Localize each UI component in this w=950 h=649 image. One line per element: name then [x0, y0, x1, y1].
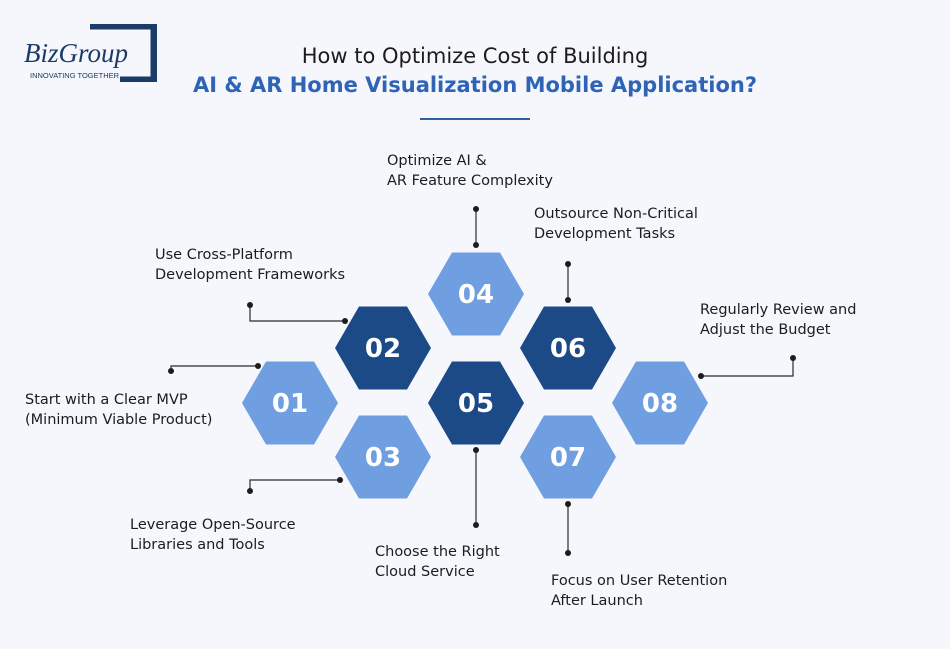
hexagon-06: [520, 306, 616, 390]
connector-dot: [473, 206, 479, 212]
connector-01: [170, 365, 258, 371]
connector-02: [249, 305, 345, 322]
connector-03: [249, 479, 340, 491]
connector-dot: [247, 302, 253, 308]
connector-dot: [565, 501, 571, 507]
label-01: Start with a Clear MVP(Minimum Viable Pr…: [25, 392, 213, 428]
hexagon-number-05: 05: [458, 389, 494, 419]
label-04: Optimize AI &AR Feature Complexity: [387, 153, 553, 189]
hexagon-number-07: 07: [550, 443, 586, 473]
connector-dot: [337, 477, 343, 483]
hexagon-number-02: 02: [365, 334, 401, 364]
connector-dot: [565, 261, 571, 267]
connector-dot: [255, 363, 261, 369]
hexagon-01: [242, 361, 338, 445]
connector-dot: [565, 550, 571, 556]
hexagon-number-01: 01: [272, 389, 308, 419]
hexagon-08: [612, 361, 708, 445]
hexagon-02: [335, 306, 431, 390]
hexagon-number-03: 03: [365, 443, 401, 473]
connector-dot: [473, 447, 479, 453]
title-underline: [420, 118, 530, 120]
connector-dot: [698, 373, 704, 379]
hexagon-number-04: 04: [458, 280, 494, 310]
connector-dot: [473, 242, 479, 248]
connector-dot: [247, 488, 253, 494]
connector-dot: [342, 318, 348, 324]
svg-text:BizGroup: BizGroup: [24, 38, 128, 68]
connector-dot: [473, 522, 479, 528]
hexagon-04: [428, 252, 524, 336]
connector-dot: [168, 368, 174, 374]
hexagon-03: [335, 415, 431, 499]
connector-dot: [565, 297, 571, 303]
hexagon-05: [428, 361, 524, 445]
hexagon-number-08: 08: [642, 389, 678, 419]
connector-08: [701, 358, 794, 377]
connector-dot: [790, 355, 796, 361]
hexagon-07: [520, 415, 616, 499]
svg-text:INNOVATING TOGETHER: INNOVATING TOGETHER: [30, 71, 120, 80]
bizgroup-logo: BizGroup INNOVATING TOGETHER: [22, 22, 158, 84]
page-subtitle: AI & AR Home Visualization Mobile Applic…: [192, 73, 758, 97]
hexagon-number-06: 06: [550, 334, 586, 364]
page-title: How to Optimize Cost of Building: [301, 44, 649, 68]
